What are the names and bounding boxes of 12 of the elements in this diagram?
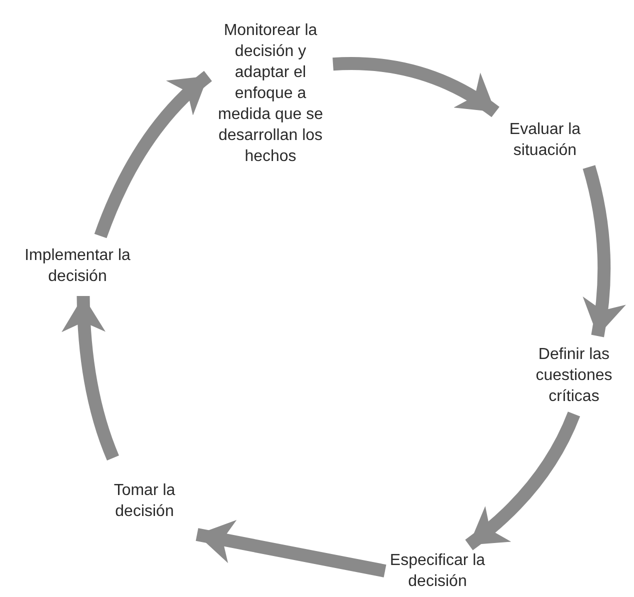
step-label: Monitorear la decisión y adaptar el enfoque a medida que se desarrollan los hechos xyxy=(217,20,324,166)
step-label: Tomar la decisión xyxy=(112,480,176,522)
step-label: Especificar la decisión xyxy=(388,551,486,592)
step-label: Evaluar la situación xyxy=(508,120,582,160)
step-label: Implementar la decisión xyxy=(24,246,132,287)
curved-arrow xyxy=(582,165,626,338)
step-label: Definir las cuestiones críticas xyxy=(534,344,614,406)
curved-arrow xyxy=(94,70,212,238)
curved-arrow xyxy=(62,296,120,460)
curved-arrow xyxy=(332,57,500,118)
curved-arrow xyxy=(196,520,386,578)
curved-arrow xyxy=(465,412,580,550)
